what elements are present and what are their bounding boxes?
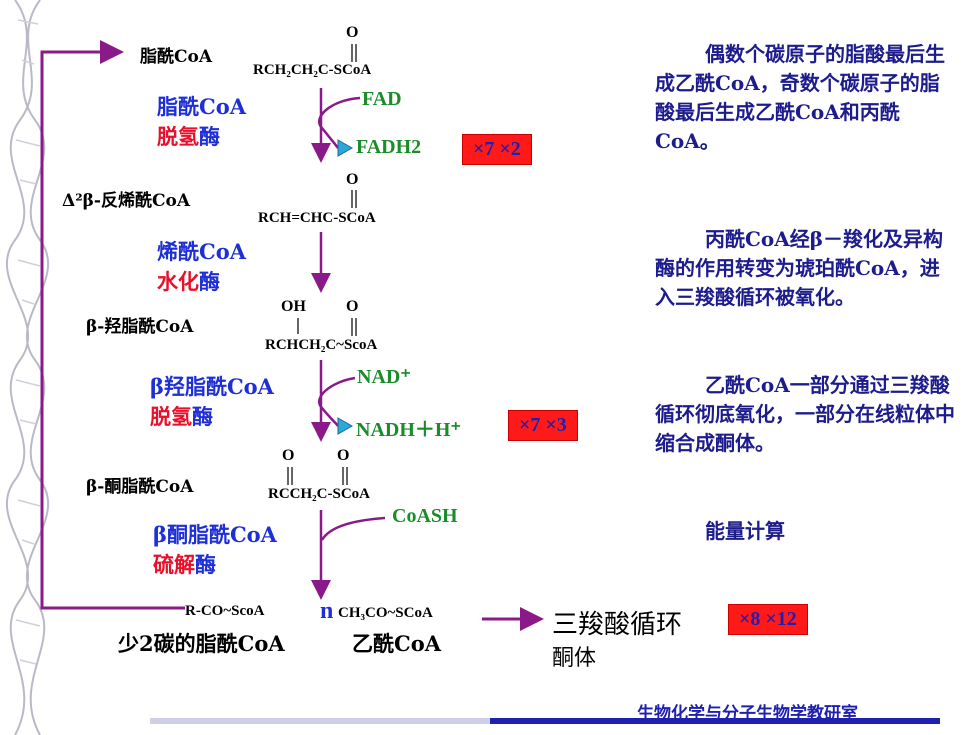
cofactor-nadh: NADH＋H⁺ xyxy=(356,419,461,441)
output-tca-cycle: 三羧酸循环 xyxy=(552,610,683,640)
output-ketone-body: 酮体 xyxy=(552,646,597,671)
enzyme-ketoacyl-coa-thiolase: β酮脂酰CoA 硫解酶 xyxy=(153,522,277,577)
label-ketoacyl-coa: β-酮脂酰CoA xyxy=(86,477,194,497)
formula-hydroxyacyl-coa: RCHCH₂C~ScoA xyxy=(265,337,378,353)
hydroxyl-oh: OH xyxy=(281,298,306,315)
enzyme-hydroxyacyl-coa-dehydrogenase: β羟脂酰CoA 脱氢酶 xyxy=(150,374,274,429)
carbonyl-o-2: O xyxy=(346,171,359,188)
multiplier-box-acetyl: ×8 ×12 xyxy=(728,604,808,635)
carbonyl-o-3: O xyxy=(346,298,359,315)
recycle-loop-arrow xyxy=(40,40,185,610)
formula-acetyl-coa: CH₃CO~SCoA xyxy=(338,605,433,621)
fadh2-arrowhead xyxy=(337,139,354,157)
label-enoyl-coa: Δ²β-反烯酰CoA xyxy=(62,191,191,211)
carbonyl-o-4b: O xyxy=(337,447,350,464)
note-energy-calc: 能量计算 xyxy=(705,519,785,543)
fad-curve xyxy=(318,96,361,149)
label-fatty-acyl-coa: 脂酰CoA xyxy=(140,47,213,67)
label-acetyl-coa: 乙酰CoA xyxy=(352,631,442,656)
enzyme-enoyl-coa-hydratase: 烯酰CoA 水化酶 xyxy=(157,239,247,294)
n-multiplier: n xyxy=(320,598,334,624)
formula-shortened-acyl-coa: R-CO~ScoA xyxy=(185,603,265,619)
carbonyl-o-1: O xyxy=(346,24,359,41)
nad-curve xyxy=(318,376,356,427)
footer-department: 生物化学与分子生物学教研室 xyxy=(637,704,858,724)
cofactor-nad: NAD⁺ xyxy=(357,366,411,388)
formula-ketoacyl-coa: RCCH₂C-SCoA xyxy=(268,486,370,502)
cofactor-fadh2: FADH2 xyxy=(356,136,422,158)
multiplier-box-nadh: ×7 ×3 xyxy=(508,410,578,441)
note-acetyl-fate: 乙酰CoA一部分通过三羧酸循环彻底氧化，一部分在线粒体中缩合成酮体。 xyxy=(655,373,955,455)
carbonyl-o-4a: O xyxy=(282,447,295,464)
footer-bar xyxy=(150,718,940,724)
formula-acyl-coa: RCH₂CH₂C-SCoA xyxy=(253,62,372,78)
cofactor-coash: CoASH xyxy=(392,505,458,527)
label-shortened-acyl-coa: 少2碳的脂酰CoA xyxy=(118,631,285,656)
multiplier-box-fadh2: ×7 ×2 xyxy=(462,134,532,165)
nadh-arrowhead xyxy=(337,417,354,435)
enzyme-acyl-coa-dehydrogenase: 脂酰CoA 脱氢酶 xyxy=(157,94,247,149)
dna-strip-decoration xyxy=(5,0,50,735)
cofactor-fad: FAD xyxy=(362,88,402,110)
label-hydroxyacyl-coa: β-羟脂酰CoA xyxy=(86,317,194,337)
formula-enoyl-coa: RCH=CHC-SCoA xyxy=(258,210,376,226)
coash-curve xyxy=(320,516,386,541)
note-propionyl: 丙酰CoA经β－羧化及异构酶的作用转变为琥珀酰CoA，进入三羧酸循环被氧化。 xyxy=(655,227,944,309)
note-even-odd: 偶数个碳原子的脂酸最后生成乙酰CoA，奇数个碳原子的脂酸最后生成乙酰CoA和丙酰… xyxy=(655,42,945,153)
